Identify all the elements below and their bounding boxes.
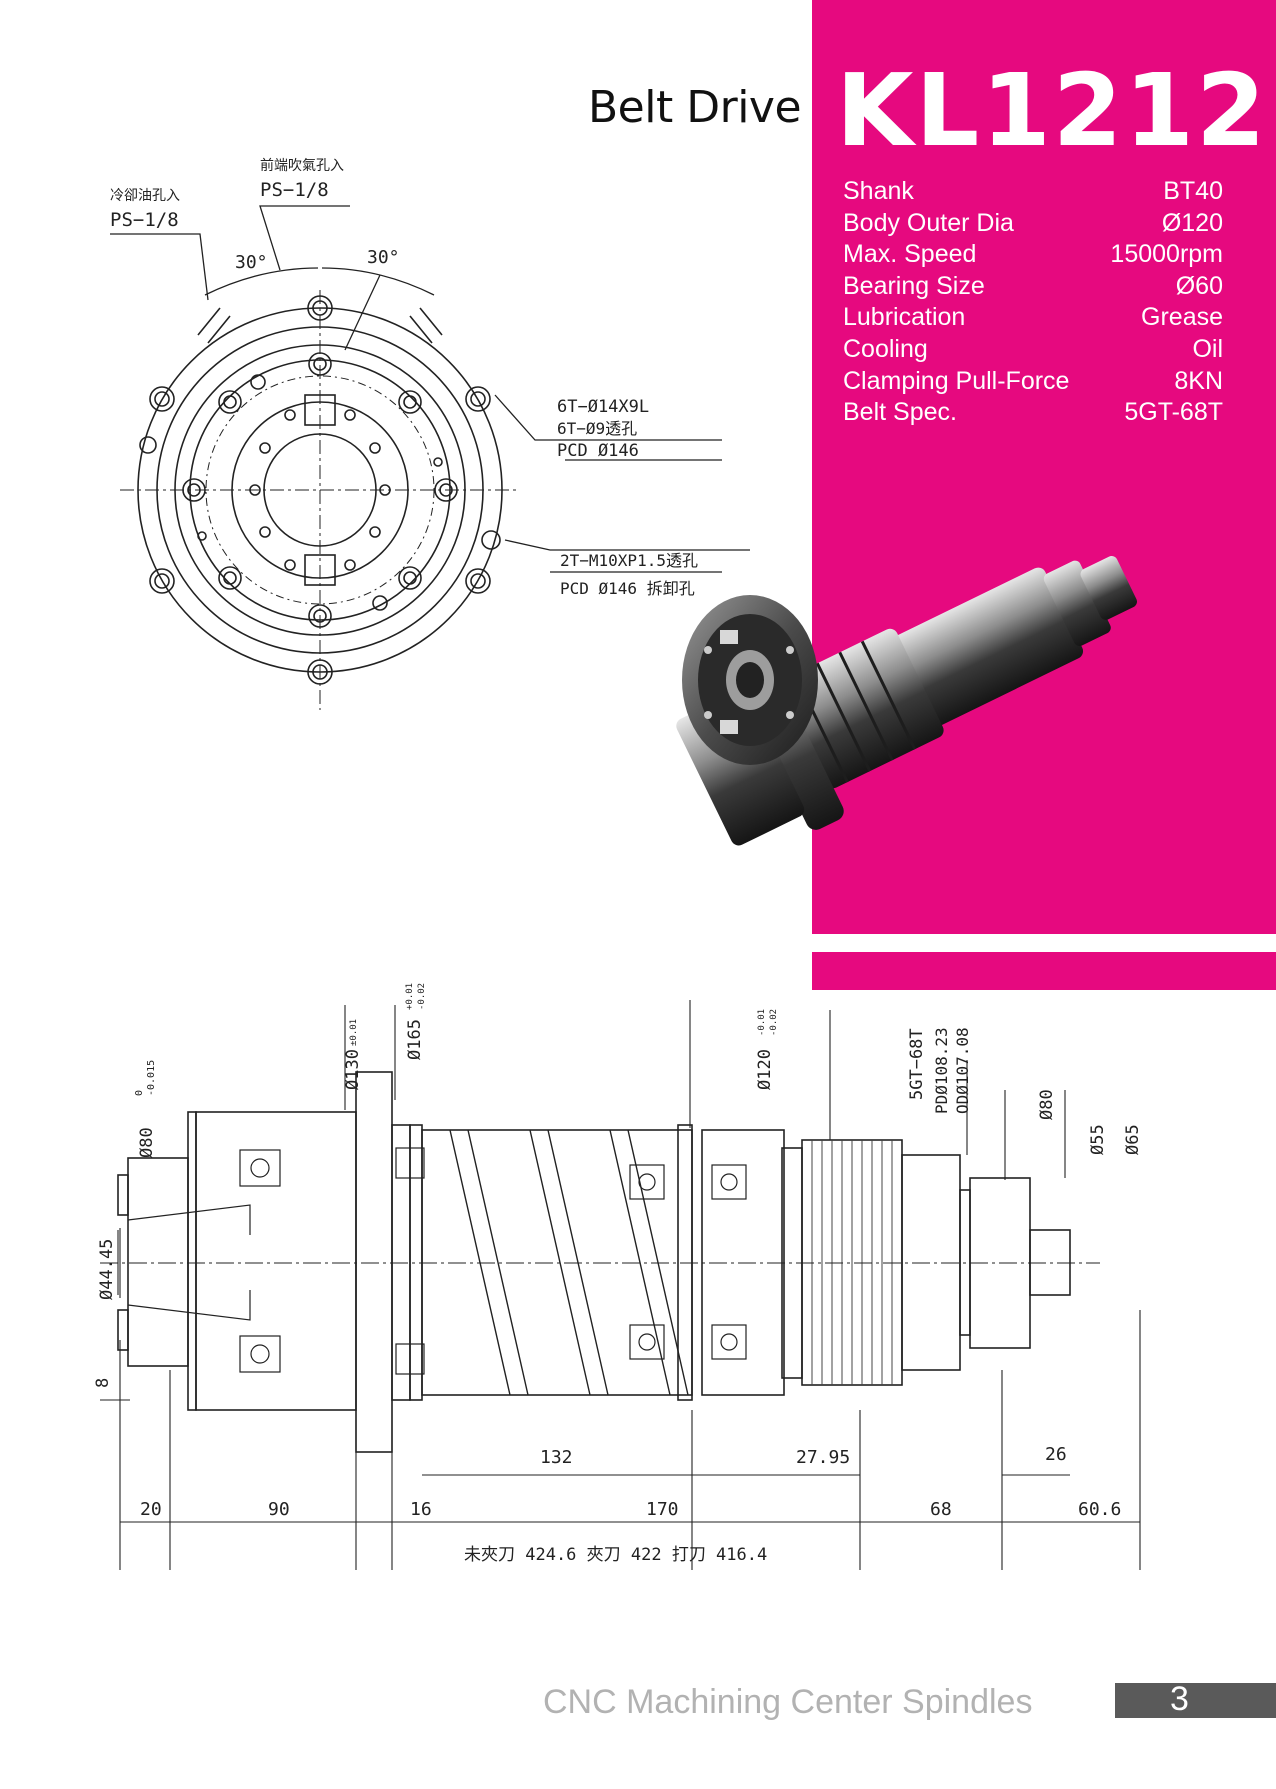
angle-left-label: 30° [235, 252, 268, 273]
dia-120-tol-lower: -0.02 [769, 1009, 779, 1036]
belt-spec-label: 5GT−68T [907, 1028, 927, 1100]
spec-row: Belt Spec.5GT-68T [843, 398, 1223, 427]
dia-55-label: Ø55 [1088, 1124, 1108, 1155]
bolt-holes-through-spec: 6T−Ø9透孔 [557, 419, 637, 438]
dim-27-95-label: 27.95 [796, 1447, 850, 1468]
air-inlet-spec: PS−1/8 [260, 179, 329, 201]
dia-120-label: Ø120 [755, 1049, 775, 1090]
dia-165-label: Ø165 [405, 1019, 425, 1060]
drive-type-heading: Belt Drive [588, 82, 802, 133]
dim-60-6-label: 60.6 [1078, 1499, 1121, 1520]
spec-panel [812, 0, 1276, 934]
dia-44-label: Ø44.45 [97, 1239, 117, 1300]
coolant-inlet-spec: PS−1/8 [110, 209, 179, 231]
bolt-holes-pcd: PCD Ø146 [557, 441, 639, 461]
spindle-product-image [676, 556, 1137, 846]
dia-165-tol-upper: +0.01 [405, 983, 415, 1010]
accent-strip [812, 952, 1276, 990]
front-view-drawing: 冷卻油孔入 PS−1/8 前端吹氣孔入 PS−1/8 30° 30° 6T−Ø1… [110, 157, 750, 710]
dim-170-label: 170 [646, 1499, 679, 1520]
dim-26-label: 26 [1045, 1444, 1067, 1465]
dia-80-label: Ø80 [137, 1127, 157, 1158]
side-view-drawing: Ø80 0 -0.015 Ø130 ±0.01 Ø165 +0.01 -0.02… [93, 983, 1143, 1570]
dim-90-label: 90 [268, 1499, 290, 1520]
outer-diameter-label: ODØ107.08 [953, 1027, 972, 1114]
dia-80-tol-upper: 0 [134, 1090, 145, 1096]
dia-65-label: Ø65 [1123, 1124, 1143, 1155]
thread-holes-spec: 2T−M10XP1.5透孔 [560, 551, 698, 570]
overall-length-label: 未夾刀 424.6 夾刀 422 打刀 416.4 [464, 1545, 767, 1565]
dia-130-label: Ø130 [343, 1049, 363, 1090]
thread-holes-pcd: PCD Ø146 拆卸孔 [560, 579, 695, 598]
page-number-box [1115, 1683, 1276, 1718]
dim-16-label: 16 [410, 1499, 432, 1520]
footer-title: CNC Machining Center Spindles [543, 1683, 1033, 1721]
bolt-holes-spec: 6T−Ø14X9L [557, 397, 649, 417]
dim-68-label: 68 [930, 1499, 952, 1520]
dia-80-tol-lower: -0.015 [146, 1060, 157, 1096]
dia-165-tol-lower: -0.02 [417, 983, 427, 1010]
angle-right-label: 30° [367, 247, 400, 268]
dia-120-tol-upper: -0.01 [757, 1009, 767, 1036]
page-number: 3 [1170, 1680, 1189, 1718]
pitch-diameter-label: PDØ108.23 [932, 1027, 951, 1114]
dim-8-label: 8 [93, 1378, 113, 1388]
coolant-inlet-label: 冷卻油孔入 [110, 188, 180, 204]
dia-130-tol: ±0.01 [349, 1019, 359, 1046]
dim-132-label: 132 [540, 1447, 573, 1468]
dia-80-shaft-label: Ø80 [1037, 1089, 1057, 1120]
model-title: KL1212 [836, 52, 1268, 169]
air-inlet-label: 前端吹氣孔入 [260, 157, 344, 174]
dim-20-label: 20 [140, 1499, 162, 1520]
